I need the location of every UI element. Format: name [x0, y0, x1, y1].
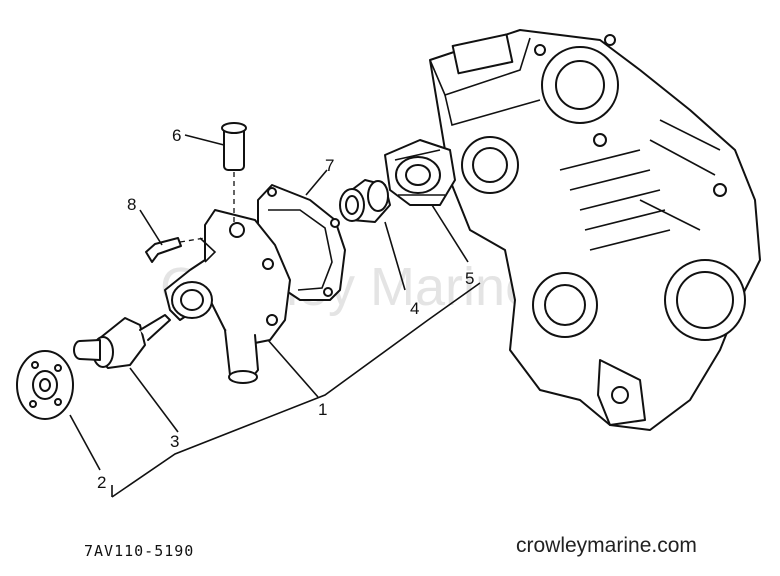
part-6-plug — [221, 122, 247, 222]
part-5-impeller — [384, 139, 456, 206]
website-label: crowleymarine.com — [516, 534, 697, 557]
leader-lines — [69, 134, 481, 498]
callout-2: 2 — [97, 473, 106, 492]
part-1-pump-housing — [164, 209, 291, 384]
part-2-pulley — [16, 350, 74, 420]
callout-4: 4 — [410, 299, 419, 318]
callout-6: 6 — [172, 126, 181, 145]
part-3-shaft-bearing — [73, 314, 171, 369]
drawing-code: 7AV110-5190 — [84, 542, 194, 560]
engine-block — [429, 29, 761, 431]
part-4-seal — [339, 179, 391, 223]
callout-1: 1 — [318, 400, 327, 419]
part-8-bolt — [145, 237, 206, 263]
callout-7: 7 — [325, 156, 334, 175]
callout-3: 3 — [170, 432, 179, 451]
callout-5: 5 — [465, 269, 474, 288]
callout-8: 8 — [127, 195, 136, 214]
